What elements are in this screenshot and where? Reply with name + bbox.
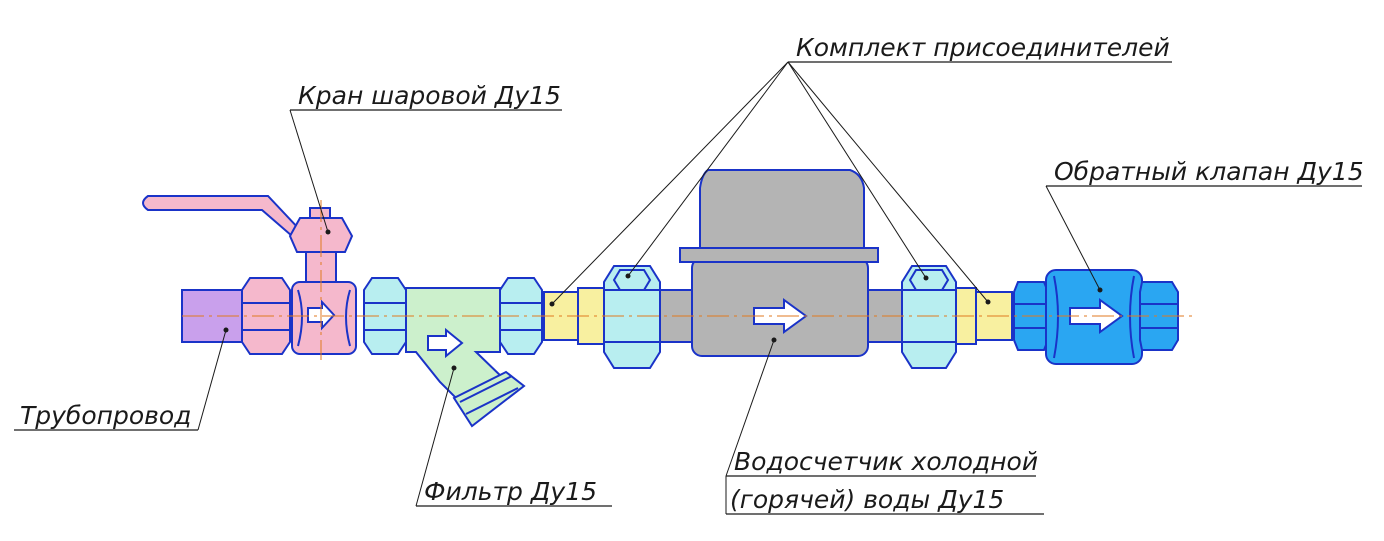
ball-valve-stem-cap bbox=[309, 207, 331, 219]
left-connector-set bbox=[543, 265, 661, 369]
filter bbox=[363, 277, 543, 428]
label-check-valve: Обратный клапан Ду15 bbox=[1054, 157, 1364, 186]
label-ball-valve: Кран шаровой Ду15 bbox=[298, 81, 561, 110]
right-connector-set bbox=[901, 265, 1013, 369]
meter-counter-dome bbox=[699, 169, 865, 249]
label-meter-line2: (горячей) воды Ду15 bbox=[730, 485, 1004, 514]
leader-lines bbox=[14, 61, 1362, 515]
ball-valve-handle bbox=[142, 195, 302, 238]
label-connectors: Комплект присоединителей bbox=[796, 33, 1170, 62]
check-valve-right-hex bbox=[1139, 281, 1179, 351]
label-pipeline: Трубопровод bbox=[20, 401, 191, 430]
filter-flow-arrow bbox=[427, 327, 464, 359]
filter-cap bbox=[452, 370, 526, 428]
label-meter-line1: Водосчетчик холодной bbox=[734, 447, 1038, 476]
check-valve bbox=[1013, 269, 1179, 365]
left-fitting-collar bbox=[577, 287, 607, 345]
filter-right-nut bbox=[499, 277, 543, 355]
water-meter bbox=[659, 169, 905, 357]
label-filter: Фильтр Ду15 bbox=[424, 477, 597, 506]
meter-dome-base bbox=[679, 247, 879, 263]
